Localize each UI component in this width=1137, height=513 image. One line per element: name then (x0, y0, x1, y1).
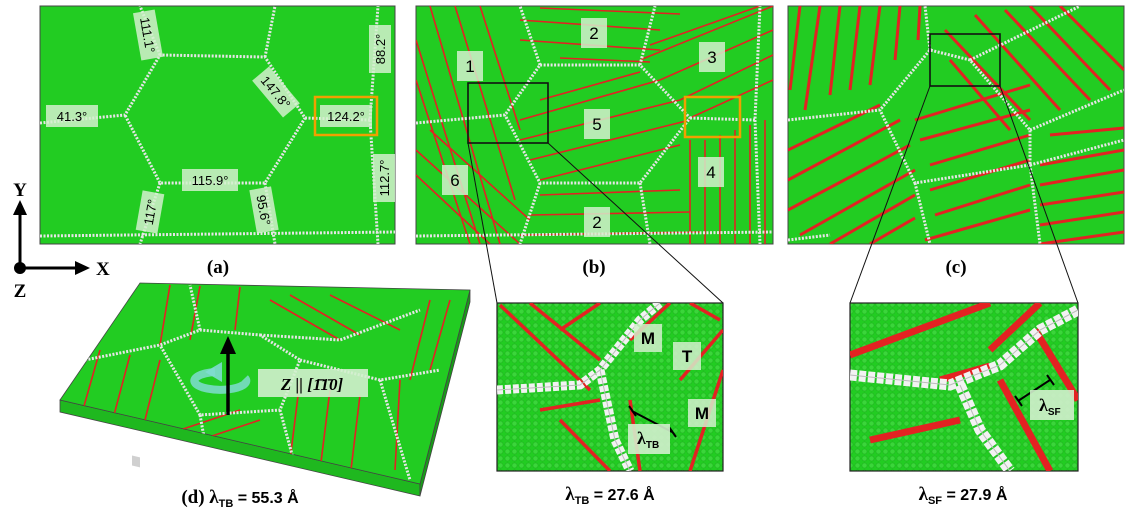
panel-d: Z || [1̄1̄0] (d) λTB = 55.3 Å (59, 282, 471, 510)
caption-c: (c) (945, 257, 966, 278)
rotation-axis-label: Z || [1̄1̄0] (280, 375, 344, 394)
caption-a: (a) (207, 257, 229, 278)
zoom-box-b (467, 82, 549, 144)
grain-labels: 1 2 3 5 6 4 2 (442, 18, 725, 237)
twin-label: M (641, 329, 655, 348)
angle-label: 112.7° (377, 160, 392, 197)
lambda-tb-label: λTB (637, 428, 659, 451)
grain-label: 3 (707, 48, 716, 67)
caption-b: (b) (582, 257, 605, 278)
grain-label: 2 (592, 213, 601, 232)
caption-zoom-c: λSF = 27.9 Å (919, 484, 1008, 507)
panel-b: 1 2 3 5 6 4 2 (b) (415, 5, 774, 278)
grain-label: 2 (589, 24, 598, 43)
angle-label: 117° (141, 198, 160, 226)
angle-label: 124.2° (327, 109, 365, 124)
panel-c: (c) (787, 5, 1125, 278)
grain-label: 4 (706, 163, 715, 182)
zoom-panel-b: M T M λTB λTB = 27.6 Å (467, 142, 724, 507)
lambda-sf-label: λSF (1039, 395, 1061, 418)
axis-z-label: Z (14, 281, 27, 302)
axis-x-label: X (96, 259, 110, 280)
angle-label: 95.6° (253, 194, 273, 227)
angle-label: 115.9° (192, 173, 229, 188)
zoom-box-c (929, 33, 1001, 87)
angle-label: 88.2° (373, 34, 388, 65)
panel-a: 111.1° 88.2° 147.8° 41.3° 124.2° 115.9° … (39, 5, 396, 278)
caption-zoom-b: λTB = 27.6 Å (565, 484, 655, 507)
highlight-box-a (313, 95, 379, 137)
zoom-panel-c: λSF λSF = 27.9 Å (849, 85, 1079, 507)
coordinate-axes: Y X Z (13, 180, 110, 302)
grain-label: 6 (450, 171, 459, 190)
grain-label: 1 (465, 57, 474, 76)
grain-label: 5 (592, 115, 601, 134)
twin-label: M (695, 404, 709, 423)
angle-label: 111.1° (137, 16, 158, 54)
axis-y-label: Y (13, 180, 27, 201)
angle-label: 41.3° (57, 109, 88, 124)
twin-label: T (682, 347, 693, 366)
highlight-box-b (683, 95, 742, 139)
twin-lines-c (788, 6, 1124, 244)
angle-labels: 111.1° 88.2° 147.8° 41.3° 124.2° 115.9° … (46, 9, 395, 234)
caption-d: (d) λTB = 55.3 Å (181, 487, 299, 510)
twin-lines-d (79, 284, 451, 484)
